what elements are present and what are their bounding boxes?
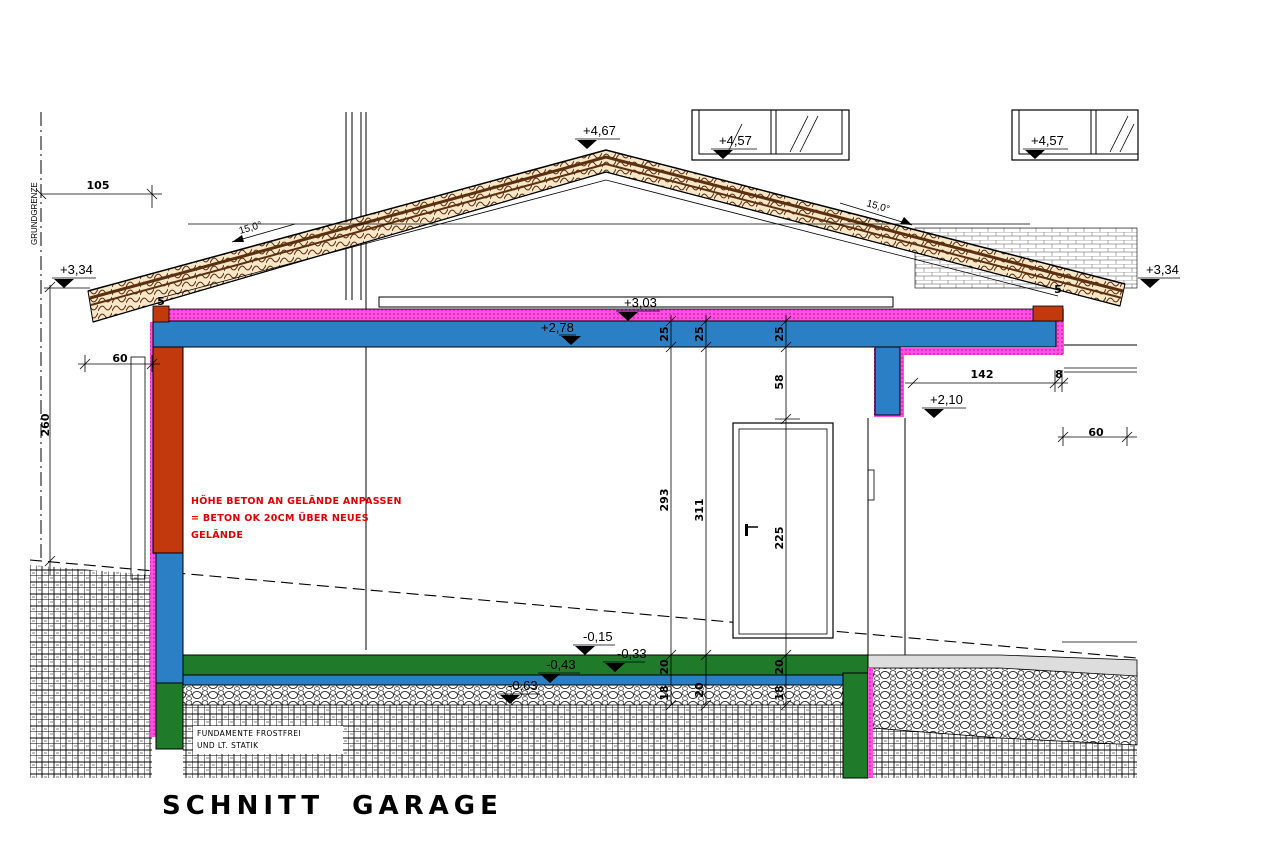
dim-overhang-left: [35, 185, 162, 208]
note-line: GELÄNDE: [191, 530, 243, 541]
dim-floor-e: 18: [773, 685, 786, 700]
note-line: UND LT. STATIK: [197, 741, 259, 750]
dim-lintel-height: 58: [773, 374, 786, 389]
level-markers: [52, 138, 1180, 704]
right-foundation: [842, 672, 869, 779]
left-wall-lower: [155, 552, 184, 684]
level-triangle-icon: [54, 279, 74, 288]
note-line: HÖHE BETON AN GELÄNDE ANPASSEN: [191, 496, 402, 507]
dim-door-height: 225: [773, 527, 786, 550]
note-line: = BETON OK 20CM ÜBER NEUES: [191, 513, 369, 524]
dim-total-height: 311: [693, 499, 706, 522]
level-lintel: +2,10: [930, 392, 963, 407]
note-concrete-height: HÖHE BETON AN GELÄNDE ANPASSEN = BETON O…: [191, 496, 402, 541]
dim-right-offset: [1057, 427, 1137, 446]
dim-corner-right: 5: [1054, 283, 1062, 296]
door-handle-icon: [745, 524, 748, 536]
left-wall-upper: [152, 344, 184, 554]
level-ridge: +4,67: [583, 123, 616, 138]
dim-floor-a: 20: [658, 659, 671, 675]
dim-corner-left: 5: [157, 295, 165, 308]
level-slab-bottom: +2,78: [541, 320, 574, 335]
level-floor-base: -0,43: [546, 657, 576, 672]
level-triangle-icon: [540, 674, 560, 683]
drawing-title: SCHNITT GARAGE: [162, 791, 503, 821]
level-roof-top: +3,03: [624, 295, 657, 310]
property-line-label: GRUNDGRENZE: [30, 182, 39, 245]
window-left: [691, 109, 850, 161]
dim-wall-height-text: 260: [39, 413, 52, 436]
roof-slab: [152, 320, 1057, 348]
level-floor-mid: -0,33: [617, 646, 647, 661]
dim-floor-b: 18: [658, 685, 671, 700]
dim-slab-b: 25: [693, 326, 706, 341]
level-triangle-icon: [575, 646, 595, 655]
garage-structure: [150, 305, 1064, 779]
dim-right-small-text: 8: [1055, 368, 1063, 381]
left-foundation: [155, 682, 184, 750]
window-right: [1011, 109, 1139, 161]
level-triangle-icon: [605, 663, 625, 672]
level-floor-top: -0,15: [583, 629, 613, 644]
dim-overhang-text: 105: [87, 179, 110, 192]
dim-right-wall: [905, 370, 1069, 392]
garage-door: [732, 422, 834, 639]
pitch-right-text: 15,0°: [865, 198, 891, 215]
roof: [87, 149, 1126, 323]
level-triangle-icon: [924, 409, 944, 418]
level-eave-left: +3,34: [60, 262, 93, 277]
dim-right-wall-text: 142: [971, 368, 994, 381]
level-triangle-icon: [618, 312, 638, 321]
level-triangle-icon: [1140, 279, 1160, 288]
dim-floor-c: 20: [693, 682, 706, 698]
level-triangle-icon: [1025, 150, 1045, 159]
floor-slab: [182, 654, 869, 676]
note-line: FUNDAMENTE FROSTFREI: [197, 729, 301, 738]
dim-floor-d: 20: [773, 659, 786, 675]
level-triangle-icon: [561, 336, 581, 345]
level-gravel-bottom: -0,63: [508, 678, 538, 693]
level-triangle-icon: [713, 150, 733, 159]
note-foundation: FUNDAMENTE FROSTFREI UND LT. STATIK: [193, 726, 343, 754]
dim-wall-height: [44, 281, 90, 575]
dim-slab-a: 25: [658, 326, 671, 341]
property-line: GRUNDGRENZE: [30, 112, 42, 560]
level-window-left: +4,57: [719, 133, 752, 148]
dim-left-offset: [78, 355, 160, 580]
level-triangle-icon: [577, 140, 597, 149]
dim-vertical-lines: [665, 315, 800, 711]
lintel: [874, 346, 901, 416]
dim-slab-c: 25: [773, 326, 786, 341]
dim-clear-height: 293: [658, 489, 671, 512]
level-eave-right: +3,34: [1146, 262, 1179, 277]
dim-left-offset-text: 60: [112, 352, 128, 365]
terrain-line: [29, 559, 1138, 659]
level-window-right: +4,57: [1031, 133, 1064, 148]
level-triangle-icon: [500, 695, 520, 704]
soil: [30, 565, 1138, 778]
dim-right-offset-text: 60: [1088, 426, 1104, 439]
